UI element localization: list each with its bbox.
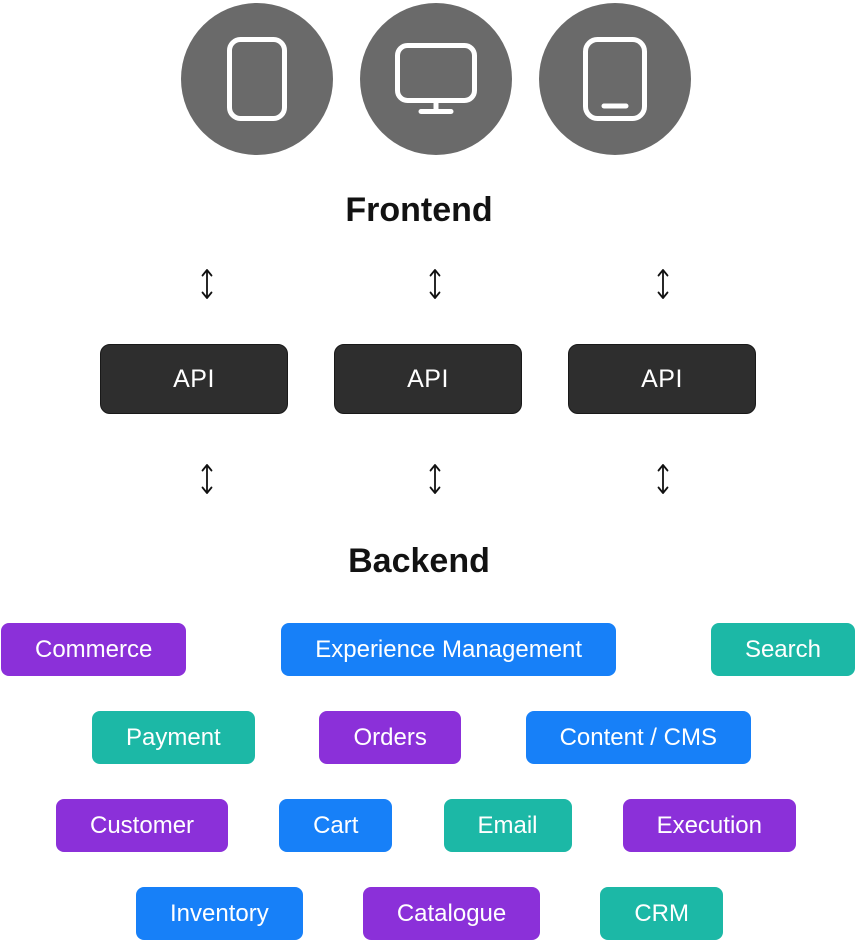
backend-service-pill: Experience Management [281,623,617,676]
backend-service-label: Inventory [170,899,269,927]
backend-service-label: Email [477,811,538,839]
device-circle-tablet [539,3,691,155]
backend-service-label: Cart [313,811,359,839]
vertical-double-arrow-icon [657,267,669,306]
api-box-label: API [173,364,215,393]
backend-service-pill: Commerce [1,623,187,676]
backend-services-row-2: Payment Orders Content / CMS [0,711,856,764]
backend-service-label: Catalogue [396,899,507,927]
api-row: API API API [0,344,856,414]
backend-service-label: CRM [634,899,689,927]
backend-service-label: Experience Management [315,635,583,663]
vertical-double-arrow-icon [657,462,669,501]
vertical-double-arrow-icon [429,267,441,306]
backend-service-pill: CRM [600,887,723,940]
backend-service-pill: Search [710,623,855,676]
backend-services-row-3: Customer Cart Email Execution [0,799,856,852]
api-box: API [334,344,522,414]
backend-service-label: Search [744,635,821,663]
backend-title: Backend [348,542,490,580]
smartphone-icon [227,37,287,121]
backend-service-pill: Execution [622,799,796,852]
backend-service-label: Customer [90,811,195,839]
backend-service-label: Execution [656,811,762,839]
backend-service-pill: Email [443,799,572,852]
backend-service-pill: Content / CMS [525,711,751,764]
backend-service-pill: Cart [279,799,393,852]
backend-services-row-1: Commerce Experience Management Search [0,623,856,676]
api-box-label: API [407,364,449,393]
backend-service-label: Orders [353,723,427,751]
backend-service-pill: Inventory [136,887,303,940]
vertical-double-arrow-icon [429,462,441,501]
api-box: API [100,344,288,414]
api-box: API [568,344,756,414]
vertical-double-arrow-icon [201,462,213,501]
device-circle-desktop [360,3,512,155]
arrows-row-frontend-api [0,267,856,301]
backend-service-label: Commerce [35,635,153,663]
arrows-row-api-backend [0,462,856,496]
desktop-monitor-icon [395,43,477,114]
frontend-title: Frontend [345,191,493,229]
device-circle-smartphone [181,3,333,155]
backend-service-label: Content / CMS [559,723,717,751]
backend-service-label: Payment [126,723,221,751]
backend-service-pill: Orders [319,711,461,764]
vertical-double-arrow-icon [201,267,213,306]
backend-service-pill: Catalogue [362,887,541,940]
backend-service-pill: Customer [56,799,229,852]
backend-services-row-4: Inventory Catalogue CRM [0,887,856,940]
devices-row [8,0,856,155]
backend-service-pill: Payment [92,711,255,764]
tablet-icon [583,37,647,121]
api-box-label: API [641,364,683,393]
